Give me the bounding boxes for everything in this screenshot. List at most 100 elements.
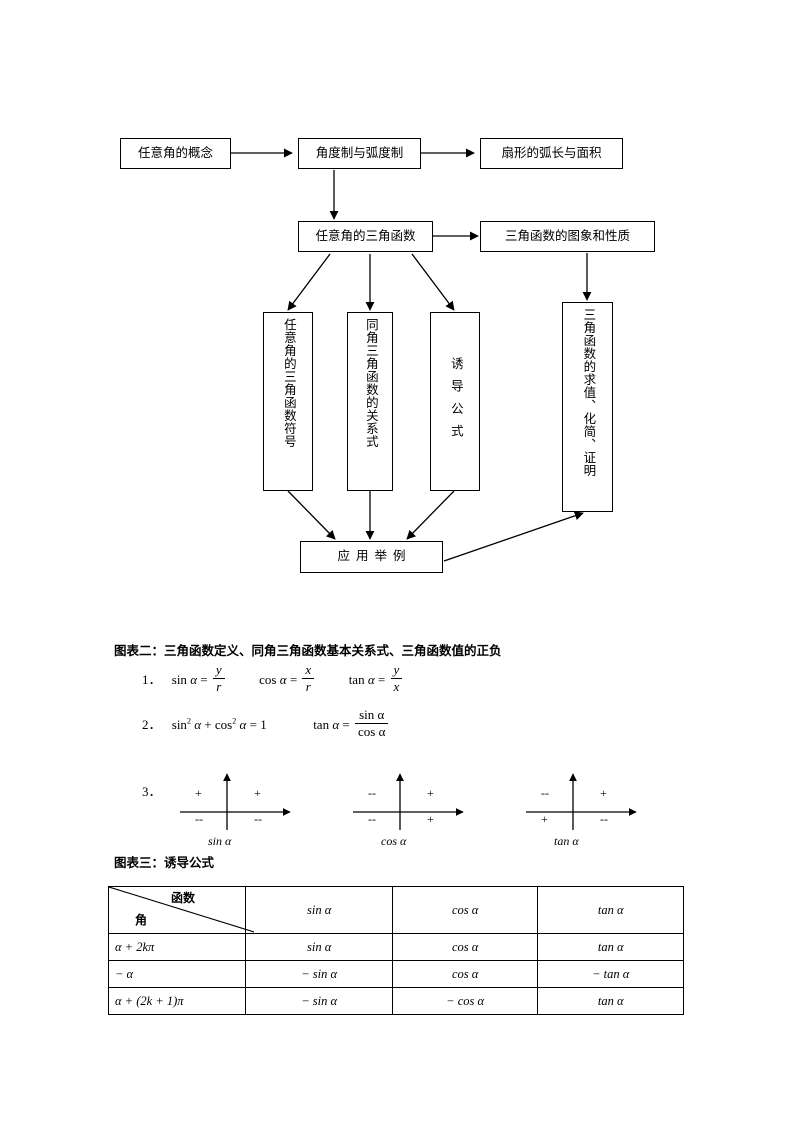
sign-quadrant-1: +: [254, 786, 261, 800]
table-cell-angle: α + (2k + 1)π: [107, 987, 247, 1015]
flow-node-label: 扇形的弧长与面积: [501, 145, 602, 160]
fn-name: tan: [313, 716, 330, 732]
table-cell-tan: − tan α: [537, 960, 684, 988]
table-cell-cos: cos α: [391, 960, 539, 988]
table-cell-cos: − cos α: [391, 987, 539, 1015]
table-cell-cos: cos α: [391, 933, 539, 961]
plus-sign: +: [204, 716, 212, 732]
table-cell-sin: − sin α: [245, 987, 393, 1015]
equals: =: [200, 671, 208, 687]
induction-formula-table: 函数 角 sin α cos α tan α α + 2kπ sin α cos…: [107, 886, 684, 1015]
flow-node-signs-of-trig-functions[interactable]: 任意角的三角函数符号: [263, 312, 313, 491]
formula-number: 2．: [142, 716, 162, 732]
sign-quadrant-3: --: [368, 812, 376, 826]
fn-name: cos: [259, 671, 277, 687]
table-header-sin: sin α: [245, 886, 393, 934]
flow-node-label: 任意角的三角函数: [315, 228, 416, 243]
numerator: sin α: [355, 707, 389, 724]
table-header-row: 函数 角 sin α cos α tan α: [107, 886, 684, 934]
fn-name: sin: [171, 716, 187, 732]
flow-node-label: 应用举例: [337, 549, 412, 564]
fn-name: cos: [214, 716, 233, 732]
sign-quadrant-3: +: [541, 812, 548, 826]
fn-arg: α: [367, 671, 375, 687]
flowchart: 任意角的概念 角度制与弧度制 扇形的弧长与面积 任意角的三角函数 三角函数的图象…: [120, 138, 655, 573]
sign-quadrant-3: --: [195, 812, 203, 826]
formula-cos-definition: cos α = x r: [259, 662, 319, 694]
sign-quadrant-4: +: [427, 812, 434, 826]
formula-number: 1．: [142, 671, 162, 687]
equals: =: [289, 671, 298, 687]
sign-quadrant-2: --: [541, 786, 549, 800]
formula-number-3: 3．: [142, 784, 162, 799]
fn-name: sin: [171, 671, 187, 687]
table-header-tan: tan α: [537, 886, 684, 934]
sign-diagram-sin: + + -- -- sin α: [172, 772, 296, 848]
table-cell-tan: tan α: [537, 987, 684, 1015]
table-cell-angle: − α: [107, 960, 247, 988]
sign-diagram-label: cos α: [381, 834, 407, 848]
fn-name: tan: [348, 671, 365, 687]
flow-node-induction-formulas[interactable]: 诱导公式: [430, 312, 480, 491]
one: 1: [260, 716, 267, 732]
flow-node-evaluate-simplify-prove[interactable]: 三角函数的求值、化简、证明: [562, 302, 613, 512]
formula-line-2: 2． sin2 α + cos2 α = 1 tan α = sin α cos…: [142, 707, 390, 742]
numerator: y: [212, 662, 225, 679]
flow-node-concept-of-any-angle[interactable]: 任意角的概念: [120, 138, 231, 169]
equals: =: [342, 716, 350, 732]
flow-node-label: 三角函数的图象和性质: [504, 228, 630, 243]
denominator: r: [305, 679, 311, 694]
exponent: 2: [186, 716, 191, 726]
table-row: − α − sin α cos α − tan α: [107, 960, 684, 988]
fraction: y x: [390, 662, 403, 695]
flow-node-degree-and-radian[interactable]: 角度制与弧度制: [298, 138, 421, 169]
flow-node-same-angle-relations[interactable]: 同角三角函数的关系式: [347, 312, 393, 491]
formula-line-1: 1． sin α = y r cos α = x r tan α = y: [142, 662, 405, 697]
formula-tan-quotient-identity: tan α = sin α cos α: [313, 707, 390, 739]
equals: =: [249, 716, 257, 732]
corner-label-function: 函数: [171, 891, 196, 905]
flow-node-label: 任意角的概念: [137, 145, 213, 160]
table-corner-cell: 函数 角: [107, 886, 254, 934]
flow-node-sector-arc-and-area[interactable]: 扇形的弧长与面积: [480, 138, 623, 169]
sign-diagram-label: sin α: [208, 834, 232, 848]
sign-quadrant-1: +: [427, 786, 434, 800]
sign-quadrant-4: --: [600, 812, 608, 826]
flow-node-label: 三角函数的求值、化简、证明: [581, 308, 596, 477]
table-cell-angle: α + 2kπ: [107, 933, 247, 961]
fraction: sin α cos α: [355, 707, 389, 740]
formula-tan-definition: tan α = y x: [348, 662, 405, 694]
table-cell-sin: sin α: [245, 933, 393, 961]
flow-node-application-examples[interactable]: 应用举例: [300, 541, 443, 573]
flow-node-label: 同角三角函数的关系式: [363, 318, 378, 448]
table-row: α + 2kπ sin α cos α tan α: [107, 933, 684, 961]
fn-arg: α: [190, 671, 198, 687]
flowchart-connectors: [231, 148, 592, 562]
fn-arg: α: [279, 671, 287, 687]
section3-heading: 图表三：诱导公式: [114, 856, 215, 870]
denominator: r: [216, 679, 222, 694]
flow-node-label: 任意角的三角函数符号: [281, 318, 296, 448]
fraction: y r: [212, 662, 225, 695]
fn-arg: α: [239, 716, 247, 732]
fn-arg: α: [332, 716, 340, 732]
flow-node-trig-of-any-angle[interactable]: 任意角的三角函数: [298, 221, 433, 252]
denominator: cos α: [358, 724, 386, 739]
flow-node-graphs-and-properties[interactable]: 三角函数的图象和性质: [480, 221, 655, 252]
sign-quadrant-2: +: [195, 786, 202, 800]
sign-quadrant-1: +: [600, 786, 607, 800]
sign-axes: [526, 773, 637, 830]
sign-diagram-label: tan α: [554, 834, 579, 848]
denominator: x: [393, 679, 400, 694]
numerator: x: [302, 662, 315, 679]
exponent: 2: [232, 716, 237, 726]
sign-quadrant-4: --: [254, 812, 262, 826]
flow-node-label: 诱导公式: [448, 356, 463, 447]
sign-diagram-tan: -- + + -- tan α: [518, 772, 642, 848]
sign-diagram-cos: -- + -- + cos α: [345, 772, 469, 848]
formula-pythagorean-identity: sin2 α + cos2 α = 1: [171, 716, 270, 732]
formula-sin-definition: sin α = y r: [171, 662, 230, 694]
table-header-cos: cos α: [391, 886, 539, 934]
table-row: α + (2k + 1)π − sin α − cos α tan α: [107, 987, 684, 1015]
